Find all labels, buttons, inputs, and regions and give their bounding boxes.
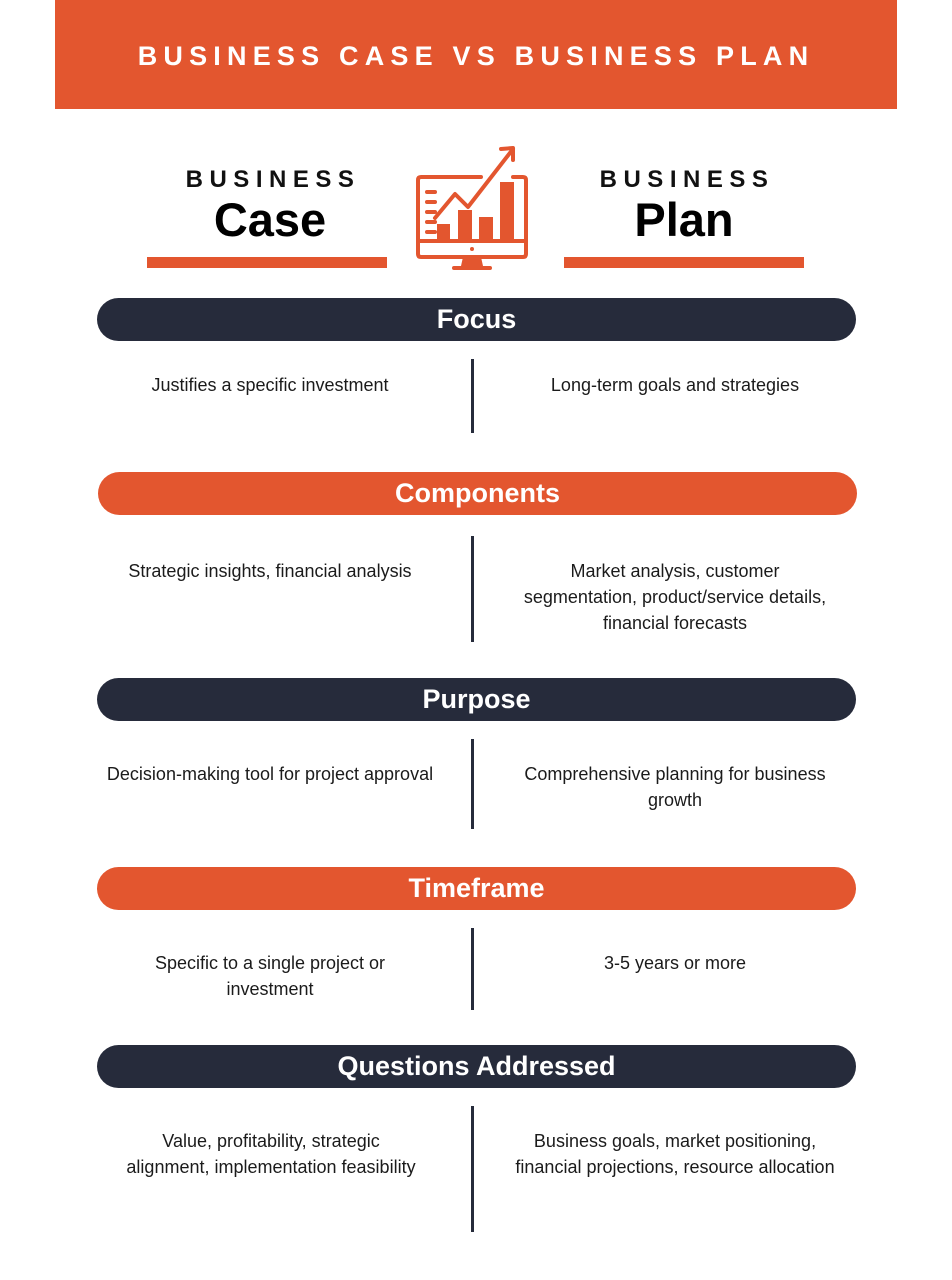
purpose-business-plan: Comprehensive planning for business grow… (524, 764, 826, 810)
column-divider (471, 1106, 474, 1232)
timeframe-business-case: Specific to a single project or investme… (154, 953, 386, 999)
column-divider (471, 359, 474, 433)
section-title: Purpose (422, 684, 531, 714)
focus-business-plan: Long-term goals and strategies (550, 375, 800, 395)
business-case-label-small: BUSINESS (185, 166, 361, 193)
section-title: Focus (436, 304, 517, 334)
section-header-timeframe: Timeframe (97, 867, 856, 910)
components-business-case: Strategic insights, financial analysis (128, 561, 412, 581)
business-plan-label-small: BUSINESS (599, 166, 775, 193)
timeframe-business-plan: 3-5 years or more (603, 953, 747, 973)
monitor-growth-chart-icon (416, 146, 528, 270)
section-header-focus: Focus (97, 298, 856, 341)
column-divider (471, 928, 474, 1010)
page-title: BUSINESS CASE VS BUSINESS PLAN (137, 41, 815, 71)
focus-business-case: Justifies a specific investment (151, 375, 389, 395)
title-banner: BUSINESS CASE VS BUSINESS PLAN (55, 0, 897, 109)
section-header-questions-addressed: Questions Addressed (97, 1045, 856, 1088)
business-case-label-big: Case (213, 193, 327, 246)
business-plan-header: BUSINESS Plan (564, 165, 804, 245)
components-business-plan: Market analysis, customer segmentation, … (523, 561, 827, 633)
questions-business-plan: Business goals, market positioning, fina… (515, 1131, 835, 1177)
business-case-header: BUSINESS Case (150, 165, 390, 245)
section-header-purpose: Purpose (97, 678, 856, 721)
section-title: Components (395, 478, 560, 508)
business-case-underline (147, 257, 387, 268)
section-title: Timeframe (408, 873, 545, 903)
business-plan-underline (564, 257, 804, 268)
column-divider (471, 739, 474, 829)
section-title: Questions Addressed (337, 1051, 616, 1081)
business-plan-label-big: Plan (634, 193, 734, 246)
section-header-components: Components (98, 472, 857, 515)
column-divider (471, 536, 474, 642)
questions-business-case: Value, profitability, strategic alignmen… (126, 1131, 416, 1177)
purpose-business-case: Decision-making tool for project approva… (106, 764, 434, 784)
